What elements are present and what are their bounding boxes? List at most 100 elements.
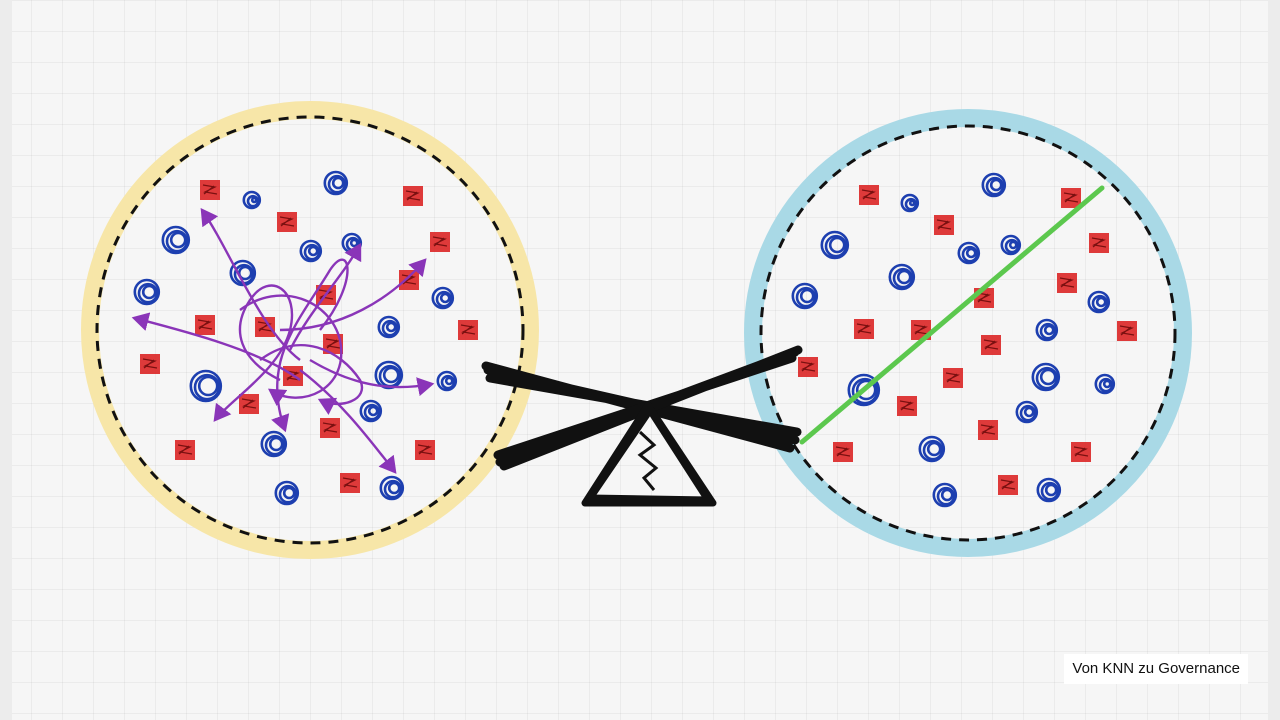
seesaw-fulcrum bbox=[581, 401, 717, 507]
blue-circle-point bbox=[932, 482, 958, 508]
blue-circle-point bbox=[379, 475, 405, 501]
blue-circle-point bbox=[961, 245, 979, 263]
blue-circle-point bbox=[1098, 377, 1114, 393]
blue-circle-point bbox=[387, 481, 401, 495]
blue-circle-point bbox=[855, 379, 877, 401]
blue-circle-point bbox=[385, 321, 397, 333]
blue-circle-point bbox=[274, 480, 300, 506]
left-dashed-outline bbox=[95, 115, 525, 545]
neighbor-arrow bbox=[288, 242, 362, 351]
neighbor-arrow bbox=[213, 284, 293, 422]
blue-circle-point bbox=[331, 176, 345, 190]
blue-circle-point bbox=[381, 319, 399, 337]
left-neighbor-arrows bbox=[131, 208, 435, 474]
blue-circle-point bbox=[985, 176, 1005, 196]
blue-circle-point bbox=[431, 286, 455, 310]
red-square-scribble bbox=[279, 216, 295, 227]
red-square-scribble bbox=[983, 339, 999, 350]
blue-circle-point bbox=[141, 284, 157, 300]
neighbor-arrow bbox=[259, 343, 364, 416]
blue-circle-point bbox=[926, 441, 942, 457]
blue-circle-point bbox=[791, 282, 819, 310]
blue-circle-point bbox=[444, 376, 454, 386]
blue-circle-point bbox=[229, 259, 257, 287]
blue-circle-point bbox=[282, 486, 296, 500]
left-data-points bbox=[133, 170, 478, 506]
left-yellow-ring bbox=[81, 101, 539, 559]
blue-circle-point bbox=[161, 225, 191, 255]
right-cluster-panel bbox=[744, 109, 1192, 557]
red-square-scribble bbox=[800, 361, 816, 372]
neighbor-arrow bbox=[239, 294, 343, 406]
red-square-scribble bbox=[899, 400, 915, 411]
red-square-scribble bbox=[322, 422, 338, 433]
right-blue-ring bbox=[744, 109, 1192, 557]
red-square-scribble bbox=[202, 184, 218, 195]
blue-circle-point bbox=[359, 399, 383, 423]
blue-circle-point bbox=[1087, 290, 1111, 314]
blue-circle-point bbox=[363, 403, 381, 421]
blue-circle-point bbox=[1036, 477, 1062, 503]
red-square-scribble bbox=[241, 398, 257, 409]
neighbor-arrow bbox=[271, 258, 349, 433]
red-square-scribble bbox=[142, 358, 158, 369]
blue-circle-point bbox=[382, 366, 400, 384]
neighbor-arrow bbox=[309, 358, 435, 397]
blue-circle-point bbox=[439, 292, 451, 304]
blue-circle-point bbox=[981, 172, 1007, 198]
red-square-scribble bbox=[1119, 325, 1135, 336]
blue-circle-point bbox=[1043, 324, 1055, 336]
blue-circle-point bbox=[436, 370, 458, 392]
neighbor-arrow bbox=[299, 369, 397, 474]
right-dashed-outline bbox=[759, 124, 1177, 542]
blue-circle-point bbox=[965, 247, 977, 259]
blue-circle-point bbox=[1039, 368, 1057, 386]
red-square-scribble bbox=[1091, 237, 1107, 248]
blue-circle-point bbox=[936, 486, 956, 506]
red-square-scribble bbox=[1063, 192, 1079, 203]
blue-circle-point bbox=[440, 374, 456, 390]
blue-circle-point bbox=[828, 236, 846, 254]
blue-circle-point bbox=[957, 241, 981, 265]
blue-circle-point bbox=[940, 488, 954, 502]
blue-circle-point bbox=[242, 190, 262, 210]
blue-circle-point bbox=[904, 197, 918, 211]
red-square-scribble bbox=[980, 424, 996, 435]
blue-circle-point bbox=[435, 290, 453, 308]
blue-circle-point bbox=[1035, 318, 1059, 342]
neighbor-arrow bbox=[200, 208, 301, 361]
blue-circle-point bbox=[303, 243, 321, 261]
blue-circle-point bbox=[1000, 234, 1022, 256]
blue-circle-point bbox=[169, 231, 187, 249]
red-square-scribble bbox=[1073, 446, 1089, 457]
red-square-scribble bbox=[405, 190, 421, 201]
blue-circle-point bbox=[795, 286, 817, 308]
red-square-scribble bbox=[432, 236, 448, 247]
blue-circle-point bbox=[299, 239, 323, 263]
blue-circle-point bbox=[1095, 296, 1107, 308]
neighbor-arrow bbox=[279, 258, 427, 332]
blue-circle-point bbox=[1040, 481, 1060, 501]
blue-circle-point bbox=[1023, 406, 1035, 418]
blue-circle-point bbox=[820, 230, 850, 260]
blue-circle-point bbox=[197, 375, 219, 397]
blue-circle-point bbox=[264, 434, 286, 456]
blue-circle-point bbox=[918, 435, 946, 463]
blue-circle-point bbox=[349, 238, 359, 248]
blue-circle-point bbox=[989, 178, 1003, 192]
red-square-scribble bbox=[460, 324, 476, 335]
red-square-scribble bbox=[936, 219, 952, 230]
red-square-scribble bbox=[976, 292, 992, 303]
left-cluster-panel bbox=[81, 101, 539, 559]
blue-circle-point bbox=[193, 373, 221, 401]
blue-circle-point bbox=[1015, 400, 1039, 424]
seesaw-balance-icon bbox=[481, 345, 803, 507]
blue-circle-point bbox=[892, 267, 914, 289]
decision-boundary-line bbox=[799, 185, 1105, 445]
blue-circle-point bbox=[1031, 362, 1061, 392]
blue-circle-point bbox=[374, 360, 404, 390]
blue-circle-point bbox=[896, 269, 912, 285]
red-square-scribble bbox=[325, 338, 341, 349]
